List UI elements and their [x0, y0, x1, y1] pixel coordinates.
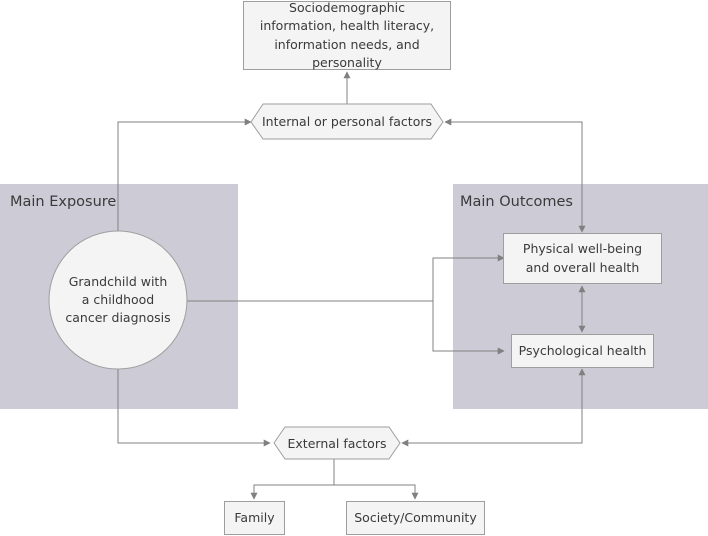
connector-to-family [250, 484, 334, 500]
connector-to-psychological [432, 301, 505, 355]
internal-factors-hexagon [250, 103, 444, 140]
external-factors-label: External factors [287, 435, 387, 451]
connector-to-physical [432, 254, 505, 301]
family-box: Family [224, 501, 285, 535]
connector-to-society [334, 484, 419, 500]
psychological-health-box: Psychological health [511, 334, 654, 368]
connector-exposure-to-internal [117, 118, 252, 232]
connector-external-to-psychological [401, 368, 586, 447]
exposure-circle [48, 230, 188, 370]
external-factors-hexagon [273, 426, 401, 460]
internal-details-box: Sociodemographic information, health lit… [243, 0, 451, 70]
exposure-circle-text: Grandchild with a childhood cancer diagn… [65, 273, 171, 326]
connector-internal-to-physical [444, 118, 586, 233]
physical-wellbeing-box: Physical well-being and overall health [503, 233, 662, 284]
connector-exposure-to-external [117, 368, 271, 447]
internal-factors-label: Internal or personal factors [262, 114, 432, 129]
main-exposure-label: Main Exposure [10, 194, 117, 210]
society-community-box: Society/Community [346, 501, 485, 535]
